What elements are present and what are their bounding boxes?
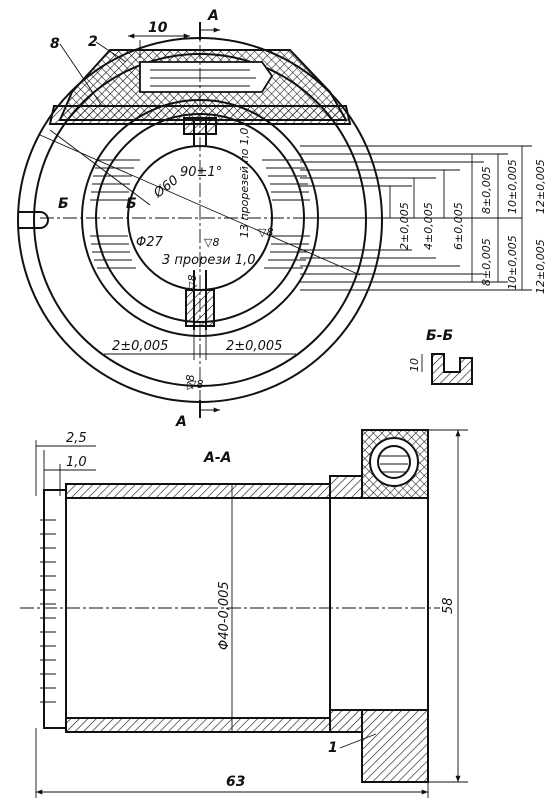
label-dim-2-c: 2±0,005 [226, 339, 282, 354]
label-dia-27: Φ27 [136, 235, 164, 250]
label-dim-10-a: 10±0,005 [506, 159, 519, 214]
plan-view [17, 22, 532, 418]
label-dim-2-b: 2±0,005 [112, 339, 168, 354]
label-section-bb: Б-Б [426, 328, 453, 344]
label-roughness-8a: ▽8 [204, 236, 219, 249]
label-section-a-bottom: A [175, 414, 187, 430]
locating-notch [18, 211, 49, 229]
label-dia-60: Ø60 [150, 173, 181, 202]
label-section-a-top: A [207, 8, 219, 24]
base-flange-1 [361, 709, 429, 783]
label-dim-1-0: 1,0 [66, 455, 87, 470]
label-dim-10-b: 10±0,005 [506, 235, 519, 290]
label-dim-2-5: 2,5 [66, 431, 87, 446]
tolerance-dimension-ladder [300, 145, 532, 291]
label-section-aa: А-А [203, 450, 231, 466]
label-section-b-left: Б [58, 196, 69, 212]
section-bb-detail [421, 353, 473, 385]
housing-cavity [139, 61, 274, 93]
slot-lines-right [262, 159, 310, 269]
label-dim-8-a: 8±0,005 [480, 166, 493, 214]
label-dim-58: 58 [441, 597, 456, 614]
slot-teeth [40, 519, 56, 703]
label-part-8: 8 [50, 36, 60, 52]
labels: 8 2 10 A A 90±1° Ø60 Φ27 13 прорезей по … [50, 8, 547, 790]
slotted-wall [43, 489, 67, 729]
slot-lines-left [90, 159, 140, 269]
label-section-b-right: Б [126, 196, 137, 212]
label-dim-12-a: 12±0,005 [534, 159, 547, 214]
label-dim-6: 6±0,005 [452, 202, 465, 250]
label-dim-12-b: 12±0,005 [534, 239, 547, 294]
section-aa-view [20, 429, 468, 798]
label-dim-10-bb: 10 [408, 358, 421, 372]
label-dim-4: 4±0,005 [422, 202, 435, 250]
label-slots-13: 13 прорезей по 1,0 [238, 128, 251, 238]
label-part-1: 1 [328, 740, 338, 756]
label-dim-2-a: 2±0,005 [398, 202, 411, 250]
label-dim-8-b: 8±0,005 [480, 238, 493, 286]
label-dim-10: 10 [148, 20, 168, 36]
label-roughness-8e: ▽8 [188, 378, 203, 391]
label-slots-3: 3 прорези 1,0 [162, 253, 256, 268]
label-roughness-8c: ▽8 [186, 275, 199, 290]
label-roughness-8d: ▽8 [184, 375, 197, 390]
label-dia-40: Φ40-0,005 [217, 581, 232, 650]
label-dim-63: 63 [226, 774, 245, 790]
bottom-wall [65, 717, 331, 733]
label-roughness-8b: ▽8 [258, 226, 273, 239]
top-wall [65, 483, 331, 499]
label-part-2: 2 [88, 34, 98, 50]
label-angle: 90±1° [180, 165, 222, 180]
